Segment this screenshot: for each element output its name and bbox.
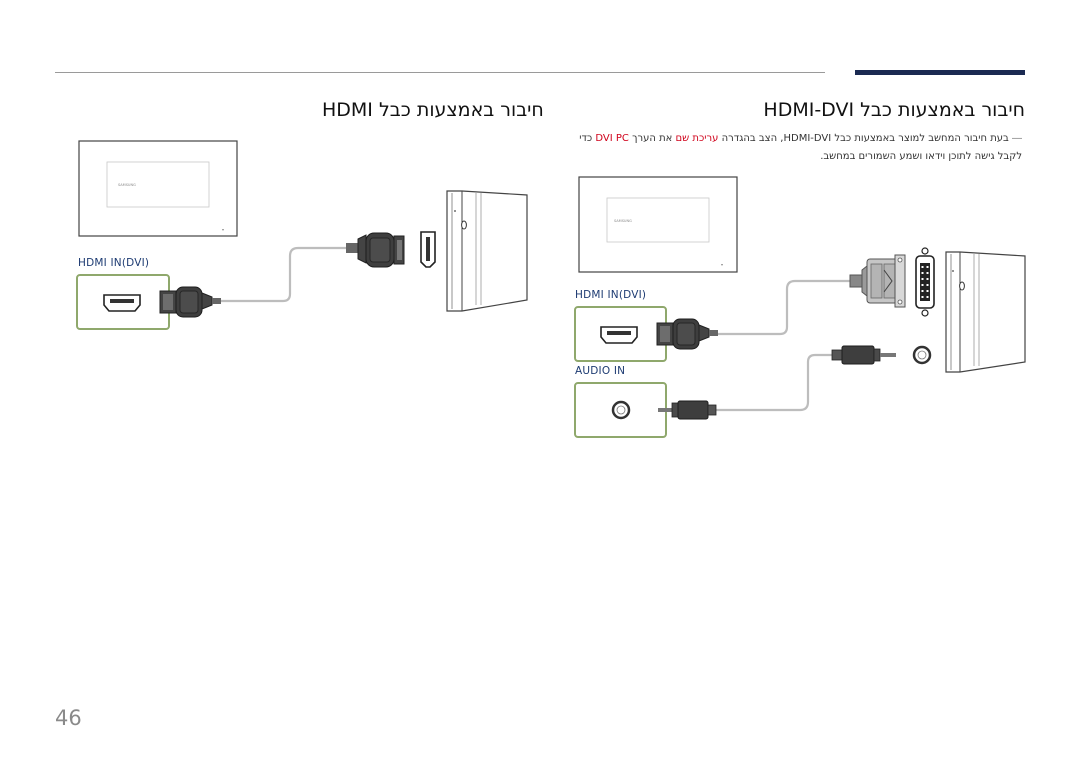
pc-tower: [446, 190, 528, 312]
pc-dvi-port-icon: [915, 247, 935, 317]
title-hdmi-dvi: חיבור באמצעות כבל HDMI-DVI: [763, 99, 1025, 121]
hdmi-port-icon-right: [600, 326, 638, 344]
dvi-plug: [849, 254, 906, 308]
monitor-illustration-right: SAMSUNG ▾: [578, 176, 738, 273]
pc-hdmi-port-icon: [420, 231, 436, 268]
note-paragraph: ― בעת חיבור המחשב למוצר באמצעות כבל HDMI…: [552, 130, 1022, 166]
monitor-illustration: SAMSUNG ▾: [78, 140, 238, 237]
note-text-3: כדי לקבל גישה לתוכן וידאו ושמע השמורים ב…: [579, 133, 1022, 162]
hdmi-plug-monitor: [159, 286, 221, 318]
pc-tower-right: [945, 251, 1026, 373]
audio-jack-icon: [611, 400, 631, 420]
note-text-2: את הערך: [628, 133, 676, 144]
svg-text:▾: ▾: [222, 227, 224, 232]
hdmi-dvi-cable: [718, 279, 850, 336]
note-highlight-dvi-pc: DVI PC: [595, 133, 629, 144]
hdmi-in-dvi-label-right: HDMI IN(DVI): [575, 289, 647, 301]
monitor-brand-text: SAMSUNG: [118, 183, 136, 187]
title-hdmi: חיבור באמצעות כבל HDMI: [322, 99, 544, 121]
hdmi-plug-pc: [346, 232, 405, 268]
left-diagram: SAMSUNG ▾: [76, 140, 528, 330]
audio-plug-pc: [831, 345, 896, 365]
right-diagram: SAMSUNG ▾: [574, 176, 1026, 438]
section-accent-bar: [855, 70, 1025, 75]
audio-plug-monitor: [658, 400, 717, 420]
audio-cable: [672, 353, 832, 412]
hdmi-plug-monitor-right: [656, 318, 718, 350]
hdmi-cable: [220, 246, 348, 303]
header-rule: [55, 72, 825, 73]
hdmi-in-dvi-label: HDMI IN(DVI): [78, 257, 150, 269]
svg-text:▾: ▾: [721, 262, 723, 267]
note-highlight-edit-name: עריכת שם: [675, 133, 719, 144]
audio-in-label: AUDIO IN: [575, 365, 626, 377]
monitor-brand-text-right: SAMSUNG: [614, 219, 632, 223]
note-text-1: בעת חיבור המחשב למוצר באמצעות כבל HDMI-D…: [718, 133, 1009, 144]
pc-audio-jack-icon: [912, 345, 932, 365]
page-number: 46: [55, 706, 82, 730]
note-dash: ―: [1012, 133, 1022, 144]
hdmi-port-icon: [103, 294, 141, 312]
